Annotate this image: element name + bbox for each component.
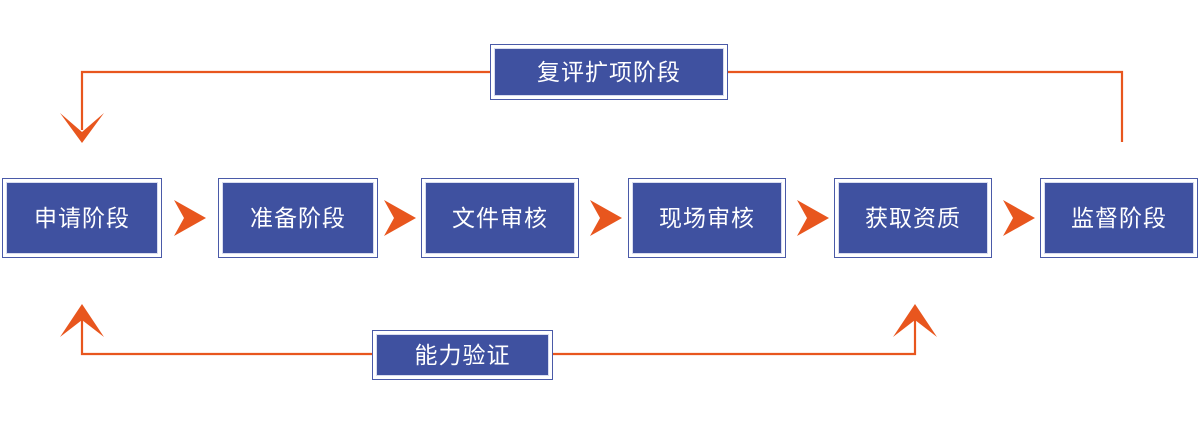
top-connector-left-segment — [80, 70, 490, 130]
node-step-5-fill: 获取资质 — [838, 182, 988, 254]
arrow-down-icon — [60, 113, 104, 143]
arrow-up-icon-left — [60, 304, 104, 337]
node-bottom-proficiency-testing-fill: 能力验证 — [376, 334, 549, 376]
node-top-reassessment-label: 复评扩项阶段 — [537, 58, 681, 85]
node-bottom-proficiency-testing[interactable]: 能力验证 — [372, 330, 553, 380]
node-step-5-label: 获取资质 — [865, 204, 961, 231]
chevron-right-icon-1 — [174, 200, 206, 236]
node-step-1-application[interactable]: 申请阶段 — [2, 178, 162, 258]
chevron-right-icon-4 — [797, 200, 829, 236]
bottom-connector-right-segment — [553, 320, 917, 356]
node-step-3-label: 文件审核 — [452, 204, 548, 231]
node-step-2-fill: 准备阶段 — [222, 182, 374, 254]
node-bottom-proficiency-testing-label: 能力验证 — [414, 341, 511, 368]
node-step-2-label: 准备阶段 — [250, 204, 346, 231]
bottom-connector-left-segment — [80, 320, 372, 356]
node-top-reassessment[interactable]: 复评扩项阶段 — [490, 44, 728, 100]
node-step-6-label: 监督阶段 — [1071, 204, 1167, 231]
node-step-1-label: 申请阶段 — [34, 204, 130, 231]
chevron-right-icon-5 — [1003, 200, 1035, 236]
chevron-right-icon-3 — [590, 200, 622, 236]
node-step-5-obtain-qualification[interactable]: 获取资质 — [834, 178, 992, 258]
node-step-6-fill: 监督阶段 — [1044, 182, 1194, 254]
node-step-2-preparation[interactable]: 准备阶段 — [218, 178, 378, 258]
node-step-4-onsite-audit[interactable]: 现场审核 — [628, 178, 786, 258]
arrow-up-icon-right — [893, 304, 937, 337]
node-step-4-fill: 现场审核 — [632, 182, 782, 254]
top-connector-right-segment — [728, 70, 1124, 142]
node-step-1-fill: 申请阶段 — [6, 182, 158, 254]
node-step-3-document-review[interactable]: 文件审核 — [421, 178, 579, 258]
node-top-reassessment-fill: 复评扩项阶段 — [494, 48, 724, 96]
node-step-4-label: 现场审核 — [659, 204, 755, 231]
chevron-right-icon-2 — [384, 200, 416, 236]
node-step-3-fill: 文件审核 — [425, 182, 575, 254]
node-step-6-supervision[interactable]: 监督阶段 — [1040, 178, 1198, 258]
